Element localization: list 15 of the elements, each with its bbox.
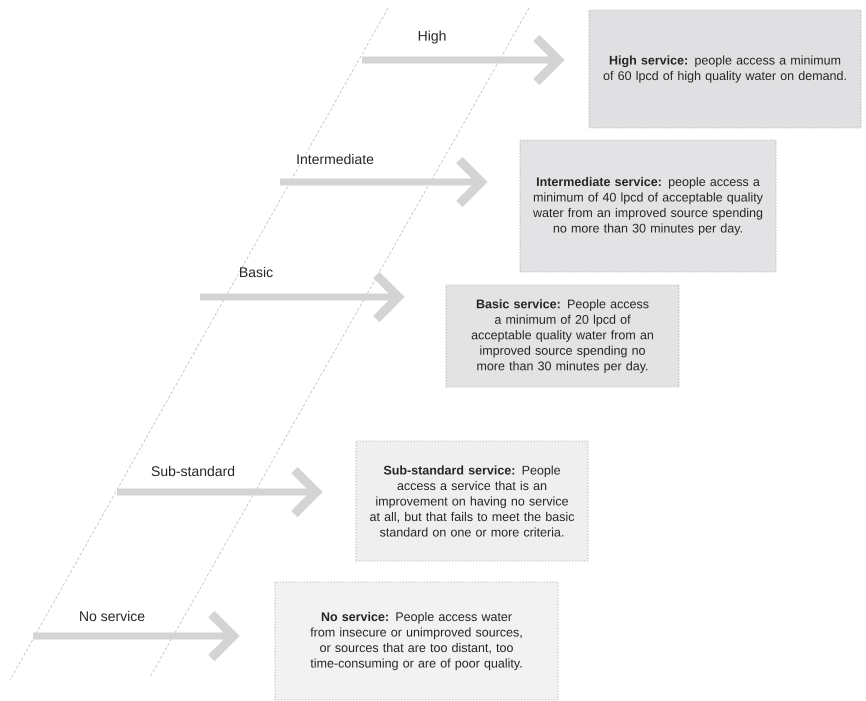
service-box: High service: people access a minimum of 60 lpcd of high quality water on demand.: [588, 10, 862, 128]
service-box: Intermediate service: people access a minimum of 40 lpcd of acceptable quality water from an improved source spending no more than 30 minutes per day.: [520, 140, 776, 272]
arrow: [362, 34, 565, 86]
service-box: Basic service: People access a minimum of 20 lpcd of acceptable quality water from an improved source spending no more than 30 minutes per day.: [446, 284, 680, 388]
arrow: [200, 272, 405, 322]
edge-label: Sub-standard: [152, 466, 234, 476]
edge-label: Intermediate: [297, 154, 374, 164]
arrow: [117, 466, 323, 518]
arrow: [280, 156, 488, 208]
arrow: [33, 610, 240, 662]
edge-label: Basic: [240, 266, 273, 278]
edge-label: High: [418, 30, 446, 44]
service-box: Sub-standard service: People access a service that is an improvement on having no service at all, but that fails to meet the basic standard on one or more criteria.: [356, 440, 588, 562]
service-box: No service: People access water from insecure or unimproved sources, or sources that are too distant, too time-consuming or are of poor quality.: [274, 582, 558, 700]
edge-label: No service: [80, 610, 144, 622]
